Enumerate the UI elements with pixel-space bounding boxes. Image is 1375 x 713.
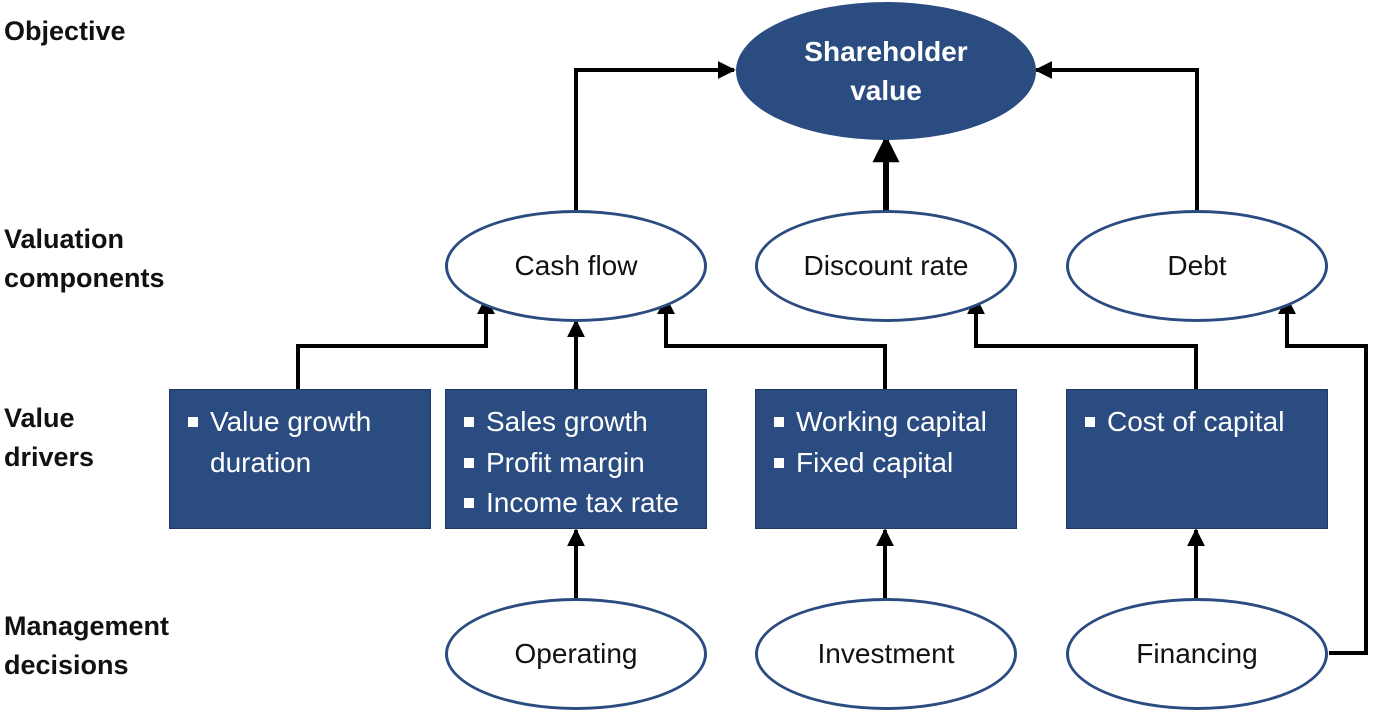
driver-item-continuation: duration [210,446,312,478]
row-label-management-decisions: Management decisions [4,611,170,680]
financing-node: Financing [1066,598,1328,710]
row-label-value-drivers: Value drivers [4,403,95,472]
driver-item: Sales growth [464,402,706,443]
driver-box-financing: Cost of capital [1066,389,1328,529]
investment-node: Investment [755,598,1017,710]
arrow-capital-to-cashflow [657,296,887,389]
row-label-objective: Objective [4,16,126,46]
driver-item: Value growth [188,402,430,443]
row-label-valuation-components: Valuation components [4,224,165,293]
driver-box-growth-duration: Value growth duration [169,389,431,529]
driver-item: Cost of capital [1085,402,1327,443]
driver-box-operating: Sales growth Profit margin Income tax ra… [445,389,707,529]
operating-node: Operating [445,598,707,710]
debt-node: Debt [1066,210,1328,322]
driver-item: Profit margin [464,443,706,484]
arrow-financing-to-debt [1278,296,1368,655]
driver-item: Income tax rate [464,483,706,524]
discount-rate-node: Discount rate [755,210,1017,322]
driver-item: Working capital [774,402,1016,443]
arrow-cost-of-capital-to-discount [967,296,1198,389]
driver-box-investment: Working capital Fixed capital [755,389,1017,529]
arrow-debt-to-shareholder [1034,61,1199,211]
shareholder-value-node: Shareholder value [736,2,1036,140]
cash-flow-node: Cash flow [445,210,707,322]
arrow-cashflow-to-shareholder [574,61,736,211]
driver-item: Fixed capital [774,443,1016,484]
arrow-growth-duration-to-cashflow [296,296,495,389]
